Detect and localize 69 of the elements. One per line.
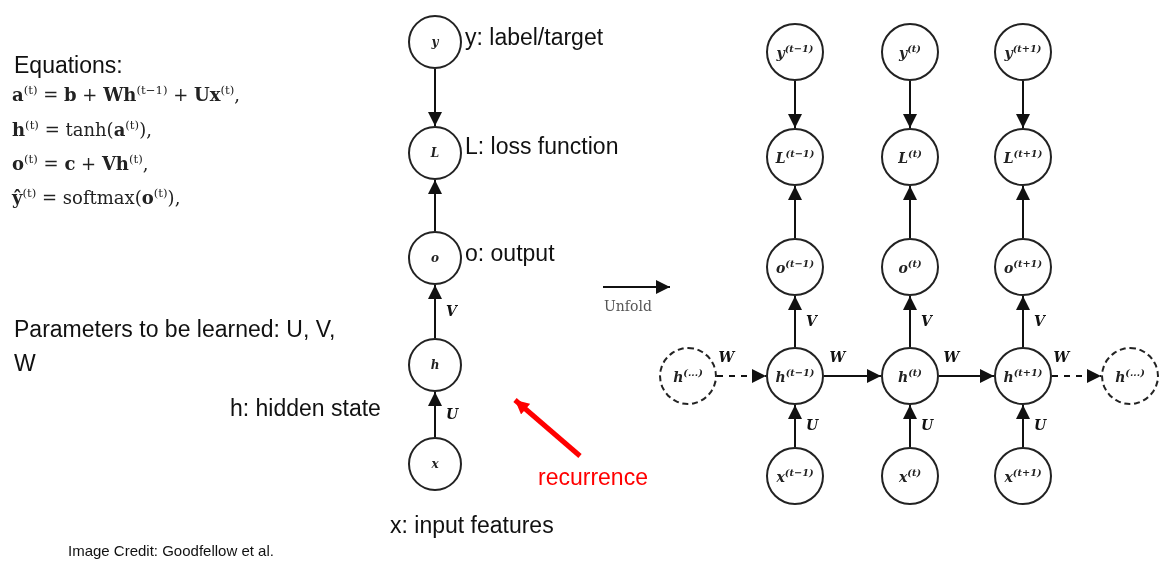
- dashed-circle-node: h$^{(...)}$: [1101, 347, 1159, 405]
- heading: Equations:: [14, 52, 123, 79]
- node-caption: o: output: [465, 240, 555, 267]
- edge-label: W: [942, 350, 961, 365]
- arrow: [938, 369, 995, 383]
- arrow: [513, 398, 582, 458]
- circle-node: y: [408, 15, 462, 69]
- circle-node: h$^{(t−1)}$: [766, 347, 824, 405]
- equation: o$^{(t)}$ = c + Vh$^{(t)}$,: [12, 152, 149, 174]
- edge-label: V: [920, 313, 933, 329]
- arrow: [788, 185, 802, 239]
- edge-label: U: [920, 418, 935, 433]
- edge-label: W: [717, 350, 736, 365]
- arrow: [788, 404, 802, 448]
- node-caption: L: loss function: [465, 133, 619, 160]
- equation: a$^{(t)}$ = b + Wh$^{(t−1)}$ + Ux$^{(t)}$,: [12, 83, 241, 105]
- circle-node: h$^{(t+1)}$: [994, 347, 1052, 405]
- arrow-caption: Unfold: [604, 298, 652, 314]
- edge-label: W: [828, 350, 847, 365]
- node-caption: h: hidden state: [230, 395, 381, 422]
- edge-label: V: [1033, 313, 1046, 329]
- edge-label: U: [445, 406, 460, 422]
- circle-node: y$^{(t−1)}$: [766, 23, 824, 81]
- edge-label: U: [1033, 418, 1048, 433]
- arrow: [1051, 369, 1102, 383]
- circle-node: L: [408, 126, 462, 180]
- arrow: [716, 369, 767, 383]
- arrow: [428, 284, 442, 339]
- circle-node: y$^{(t+1)}$: [994, 23, 1052, 81]
- arrow: [788, 295, 802, 348]
- circle-node: o$^{(t)}$: [881, 238, 939, 296]
- circle-node: x: [408, 437, 462, 491]
- circle-node: o$^{(t−1)}$: [766, 238, 824, 296]
- equation: ŷ$^{(t)}$ = softmax(o$^{(t)}$),: [12, 186, 181, 208]
- edge-label: V: [445, 303, 458, 319]
- circle-node: L$^{(t)}$: [881, 128, 939, 186]
- equation: h$^{(t)}$ = tanh(a$^{(t)}$),: [12, 118, 152, 140]
- edge-label: W: [1052, 350, 1071, 365]
- note-text: Parameters to be learned: U, V, W: [14, 315, 337, 378]
- circle-node: L$^{(t−1)}$: [766, 128, 824, 186]
- circle-node: L$^{(t+1)}$: [994, 128, 1052, 186]
- node-caption: x: input features: [390, 512, 554, 539]
- arrow: [1016, 295, 1030, 348]
- arrow: [903, 80, 917, 129]
- circle-node: x$^{(t+1)}$: [994, 447, 1052, 505]
- arrow: [1016, 404, 1030, 448]
- arrow: [1016, 185, 1030, 239]
- arrow: [823, 369, 882, 383]
- arrow: [428, 179, 442, 232]
- arrow: [428, 391, 442, 438]
- edge-label: U: [805, 418, 820, 433]
- credit-text: Image Credit: Goodfellow et al.: [68, 542, 274, 559]
- circle-node: x$^{(t)}$: [881, 447, 939, 505]
- circle-node: o$^{(t+1)}$: [994, 238, 1052, 296]
- edge-label: V: [805, 313, 818, 329]
- circle-node: y$^{(t)}$: [881, 23, 939, 81]
- arrow: [428, 68, 442, 127]
- circle-node: h: [408, 338, 462, 392]
- annotation-text: recurrence: [538, 462, 673, 492]
- dashed-circle-node: h$^{(...)}$: [659, 347, 717, 405]
- arrow: [788, 80, 802, 129]
- circle-node: o: [408, 231, 462, 285]
- arrow: [903, 185, 917, 239]
- arrow: [1016, 80, 1030, 129]
- arrow: [903, 295, 917, 348]
- arrow: [903, 404, 917, 448]
- circle-node: h$^{(t)}$: [881, 347, 939, 405]
- node-caption: y: label/target: [465, 24, 604, 51]
- circle-node: x$^{(t−1)}$: [766, 447, 824, 505]
